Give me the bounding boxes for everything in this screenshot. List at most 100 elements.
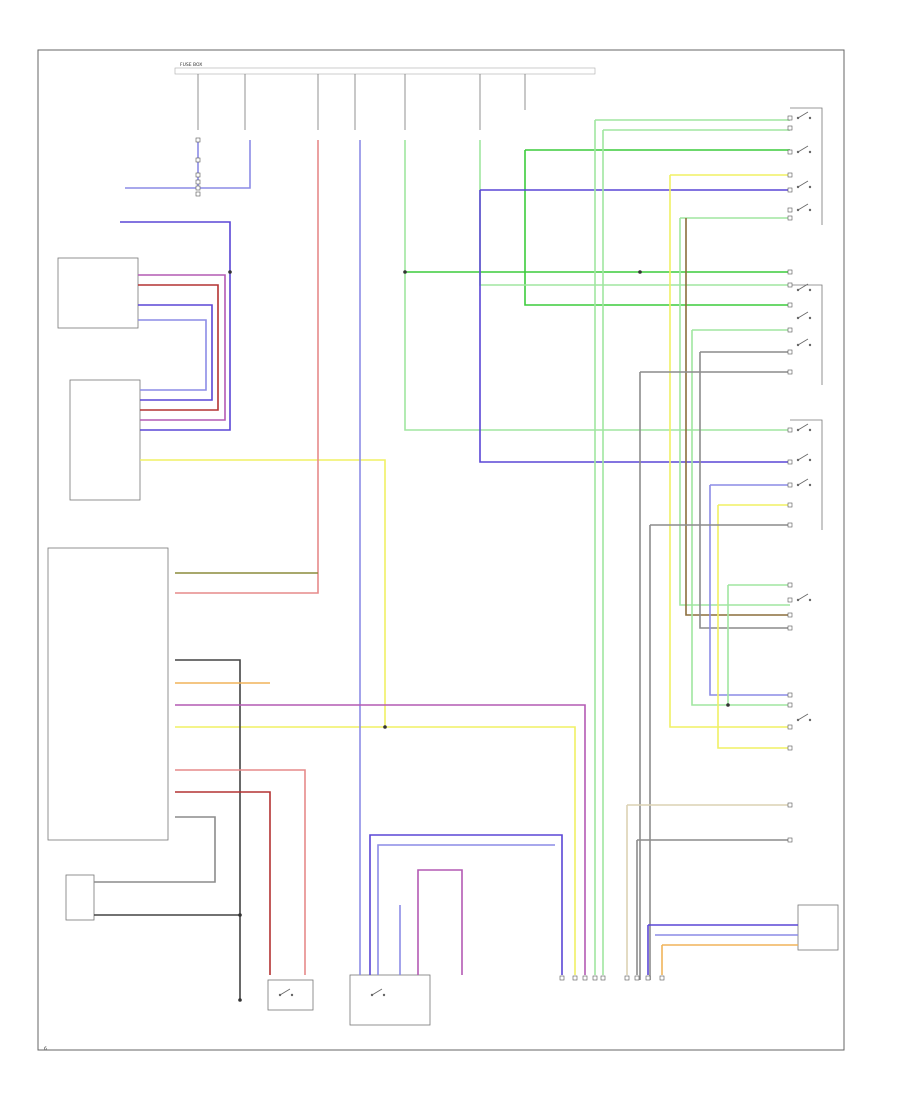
wire-gray-hvac (94, 816, 216, 883)
right-pin-17 (787, 522, 793, 528)
bottom-pin-3 (592, 975, 598, 981)
wire-brown-right (685, 218, 790, 616)
wire-gray-right-2 (699, 352, 790, 629)
wire-yellow-right-4 (717, 505, 790, 749)
splice-2 (228, 270, 232, 274)
bottom-pin-8 (659, 975, 665, 981)
wire-violet-relay (369, 834, 563, 975)
motor-unit (267, 979, 314, 1011)
bottom-pin-6 (634, 975, 640, 981)
wire-yellow-left (140, 459, 386, 728)
corner-mark: 6 (44, 1046, 47, 1052)
wire-black-hvac (175, 659, 241, 1000)
fuse-pin-1 (195, 157, 201, 163)
switch-c (796, 180, 812, 189)
right-pin-26 (787, 802, 793, 808)
splice-5 (238, 913, 242, 917)
right-switch-bracket-1 (790, 107, 823, 225)
right-pin-24 (787, 724, 793, 730)
wire-violet-right-2 (479, 190, 790, 463)
switch-a (796, 111, 812, 120)
wire-yellow-right-2 (669, 175, 790, 728)
right-pin-4 (787, 187, 793, 193)
left-switch-panel (57, 257, 139, 329)
right-pin-0 (787, 115, 793, 121)
wire-red-main (175, 140, 319, 594)
wire-blue-2 (198, 140, 251, 189)
right-pin-12 (787, 369, 793, 375)
right-pin-23 (787, 702, 793, 708)
right-pin-25 (787, 745, 793, 751)
right-pin-14 (787, 459, 793, 465)
fuse-pin-0 (195, 137, 201, 143)
diagram-frame (37, 49, 845, 1051)
fuse-box-label: FUSE BOX (180, 62, 202, 68)
wire-lightgreen-3b (691, 330, 790, 706)
fuse-pin-2 (195, 172, 201, 178)
right-pin-22 (787, 692, 793, 698)
splice-7 (726, 703, 730, 707)
splice-4 (383, 725, 387, 729)
wire-violet-left (120, 221, 231, 431)
right-pin-2 (787, 149, 793, 155)
motor-switch (278, 988, 294, 997)
wire-blue-relay (377, 844, 555, 975)
right-pin-6 (787, 215, 793, 221)
right-pin-9 (787, 302, 793, 308)
right-pin-10 (787, 327, 793, 333)
switch-e (796, 283, 812, 292)
wire-lightgreen-fuse2 (479, 140, 790, 286)
main-control-panel (69, 379, 141, 501)
relay-block (349, 974, 431, 1026)
right-pin-5 (787, 207, 793, 213)
wire-blue-1 (125, 140, 199, 189)
right-switch-bracket-2 (790, 284, 823, 385)
bottom-pin-2 (582, 975, 588, 981)
right-module-box (797, 904, 839, 951)
top-fuse-strip (174, 67, 596, 75)
switch-i (796, 453, 812, 462)
fuse-pin-3 (195, 179, 201, 185)
bottom-pin-1 (572, 975, 578, 981)
wire-green-3 (524, 150, 790, 306)
wire-red-hvac (175, 769, 306, 975)
splice-3 (403, 270, 407, 274)
right-pin-3 (787, 172, 793, 178)
right-pin-20 (787, 612, 793, 618)
switch-l (796, 713, 812, 722)
component-boxes (47, 74, 839, 1026)
right-pin-16 (787, 502, 793, 508)
right-pin-27 (787, 837, 793, 843)
wire-lightgreen-right-2 (679, 218, 790, 606)
right-pin-21 (787, 625, 793, 631)
wire-violet-2 (138, 304, 213, 401)
right-pin-15 (787, 482, 793, 488)
switch-k (796, 593, 812, 602)
splice-6 (638, 270, 642, 274)
wire-purple-1 (138, 274, 226, 421)
fuse-pin-5 (195, 191, 201, 197)
right-pin-8 (787, 282, 793, 288)
hvac-control-unit (47, 547, 169, 841)
splice-8 (238, 998, 242, 1002)
switch-b (796, 145, 812, 154)
wire-purple-hvac (175, 704, 586, 975)
right-pin-7 (787, 269, 793, 275)
right-switch-bracket-3 (790, 419, 823, 530)
bottom-sensor-unit (65, 874, 95, 921)
switch-h (796, 423, 812, 432)
relay-switch (370, 988, 386, 997)
right-pin-18 (787, 582, 793, 588)
bottom-pin-7 (645, 975, 651, 981)
wire-darkred-1 (138, 284, 219, 411)
wire-blue-right-2 (709, 485, 790, 696)
bottom-pin-5 (624, 975, 630, 981)
switch-g (796, 338, 812, 347)
wire-purple-relay (417, 869, 463, 975)
fuse-pin-4 (195, 185, 201, 191)
bottom-pin-0 (559, 975, 565, 981)
right-pin-19 (787, 597, 793, 603)
right-pin-1 (787, 125, 793, 131)
wire-lightgreen-fuse (404, 140, 790, 431)
